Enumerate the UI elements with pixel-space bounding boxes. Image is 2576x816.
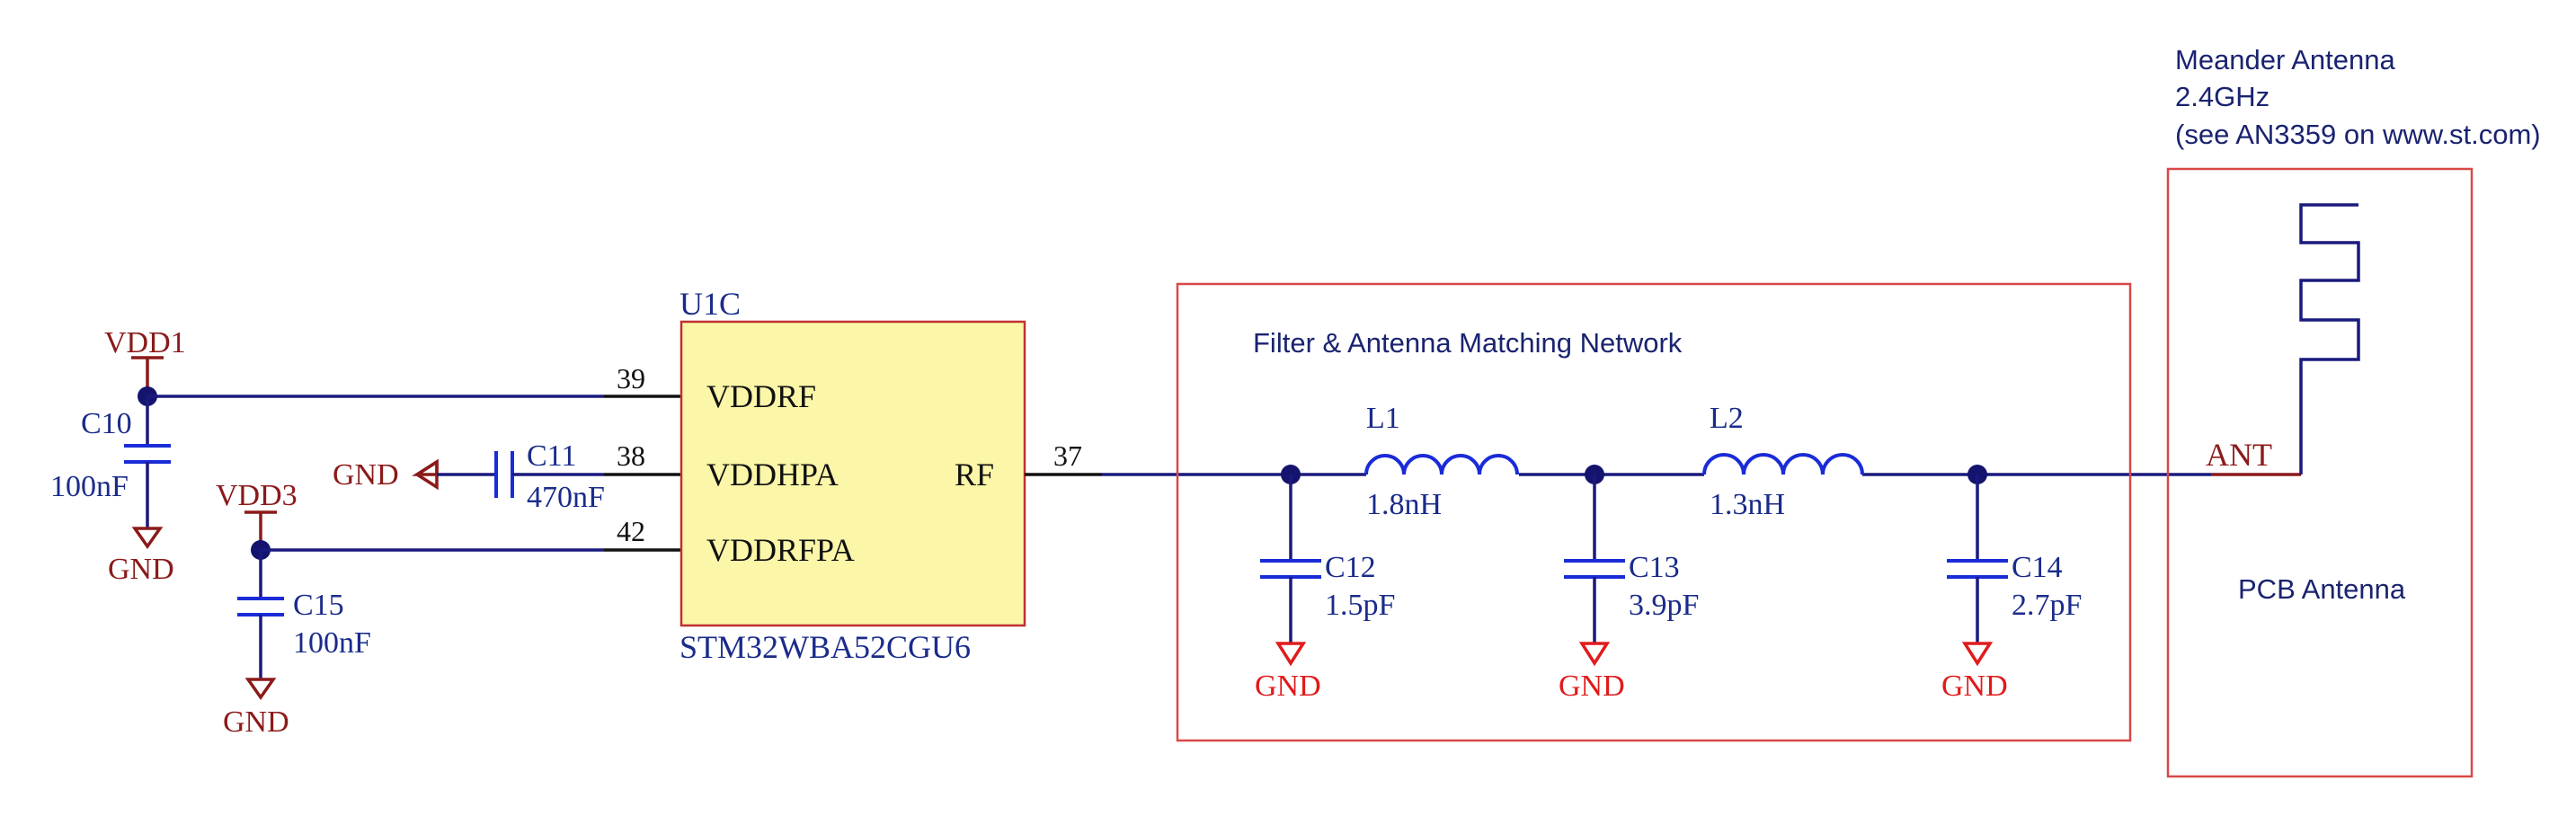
c12-value: 1.5pF	[1325, 589, 1395, 622]
c13-value: 3.9pF	[1629, 589, 1699, 622]
ground-symbol	[1578, 642, 1611, 667]
pin-number-vddrf: 39	[617, 362, 645, 395]
gnd-label: GND	[1559, 670, 1625, 703]
l2-ref: L2	[1710, 402, 1744, 435]
gnd-label: GND	[223, 705, 289, 739]
filter-network-box	[1176, 282, 2132, 742]
c10-ref: C10	[81, 407, 132, 440]
c15-value: 100nF	[293, 626, 371, 660]
pcb-antenna-label: PCB Antenna	[2238, 573, 2406, 605]
chip-ref: U1C	[680, 286, 741, 322]
filter-network-title: Filter & Antenna Matching Network	[1253, 327, 1683, 359]
pin-number-vddhpa: 38	[617, 439, 645, 472]
c15-ref: C15	[293, 589, 344, 622]
antenna-note-line-2: 2.4GHz	[2175, 81, 2270, 112]
antenna-section: Meander Antenna 2.4GHz (see AN3359 on ww…	[2166, 44, 2541, 778]
chip-part: STM32WBA52CGU6	[680, 629, 971, 665]
c13-ref: C13	[1629, 551, 1680, 584]
ground-symbol	[244, 678, 277, 701]
vdd3-section: VDD3 C15 100nF GND	[216, 479, 681, 739]
antenna-note-line-1: Meander Antenna	[2175, 44, 2396, 75]
chip-u1c: U1C STM32WBA52CGU6 39 38 42 VDDRF VDDHPA…	[617, 286, 1102, 665]
pin-name-vddrfpa: VDDRFPA	[706, 532, 855, 568]
filter-network: Filter & Antenna Matching Network L1 1.8…	[1176, 282, 2132, 742]
ground-symbol	[1961, 642, 1994, 667]
vdd1-label: VDD1	[104, 326, 186, 359]
pin-name-vddrf: VDDRF	[706, 378, 816, 414]
c11-section: GND C11 470nF	[333, 439, 681, 514]
c12-ref: C12	[1325, 551, 1376, 584]
pcb-antenna-box	[2166, 167, 2474, 778]
gnd-label: GND	[108, 553, 174, 586]
meander-antenna-icon	[2299, 203, 2360, 475]
ant-net-label: ANT	[2206, 437, 2272, 473]
c14-ref: C14	[2012, 551, 2063, 584]
pin-name-rf: RF	[955, 457, 994, 492]
l2-symbol	[1702, 453, 1864, 475]
ground-symbol	[131, 527, 164, 550]
ground-symbol	[1275, 642, 1307, 667]
l1-value: 1.8nH	[1366, 488, 1442, 521]
vdd3-label: VDD3	[216, 479, 298, 512]
c14-value: 2.7pF	[2012, 589, 2082, 622]
gnd-label: GND	[1941, 670, 2008, 703]
pin-number-vddrfpa: 42	[617, 515, 645, 547]
c11-ref: C11	[527, 439, 576, 473]
gnd-label: GND	[333, 458, 399, 492]
c11-value: 470nF	[527, 481, 605, 514]
antenna-note-line-3: (see AN3359 on www.st.com)	[2175, 119, 2541, 150]
l2-value: 1.3nH	[1710, 488, 1785, 521]
c10-value: 100nF	[50, 470, 129, 503]
pin-name-vddhpa: VDDHPA	[706, 457, 839, 492]
vdd1-section: VDD1 C10 100nF GND	[50, 326, 681, 586]
pin-number-rf: 37	[1053, 439, 1082, 472]
l1-ref: L1	[1366, 402, 1400, 435]
l1-symbol	[1364, 454, 1519, 475]
gnd-label: GND	[1255, 670, 1321, 703]
